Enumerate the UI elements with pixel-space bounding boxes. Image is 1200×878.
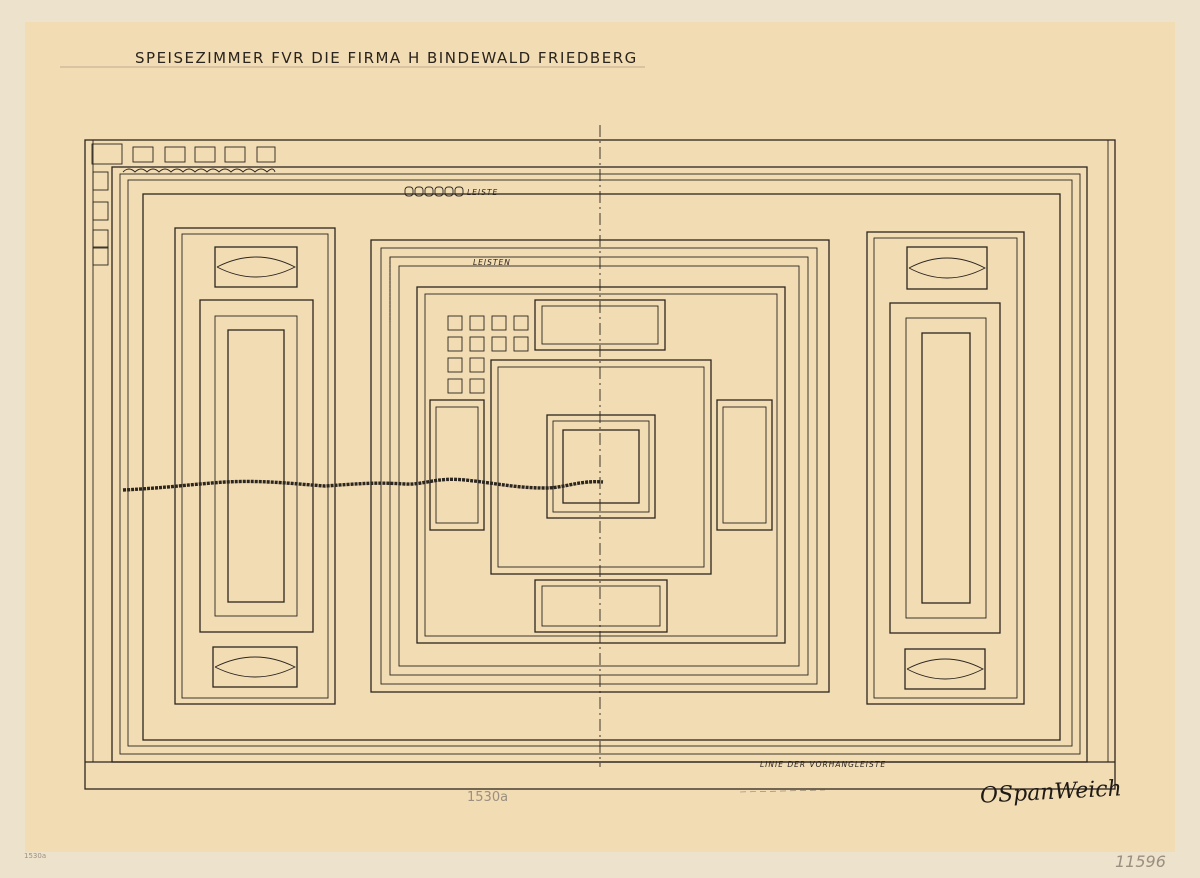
left-panel (174, 227, 336, 705)
inventory-number-center: 1530a (467, 790, 509, 805)
drawing-sheet: SPEISEZIMMER FVR DIE FIRMA H BINDEWALD F… (25, 22, 1175, 852)
leisten-label: LEISTEN (473, 258, 511, 267)
inventory-number-corner: 1530a (24, 852, 47, 860)
curtain-line-label: LINIE DER VORHANGLEISTE (760, 760, 887, 769)
central-field (370, 239, 830, 693)
moulding-sample-strip (122, 477, 604, 492)
catalog-number: 11596 (1115, 852, 1166, 871)
leiste-label: LEISTE (467, 188, 499, 197)
ceiling-plan-drawing (60, 66, 1116, 793)
right-panel (866, 231, 1025, 705)
drawing-title: SPEISEZIMMER FVR DIE FIRMA H BINDEWALD F… (135, 49, 638, 67)
leiste-sample (404, 186, 464, 197)
corner-ornament (91, 143, 276, 266)
